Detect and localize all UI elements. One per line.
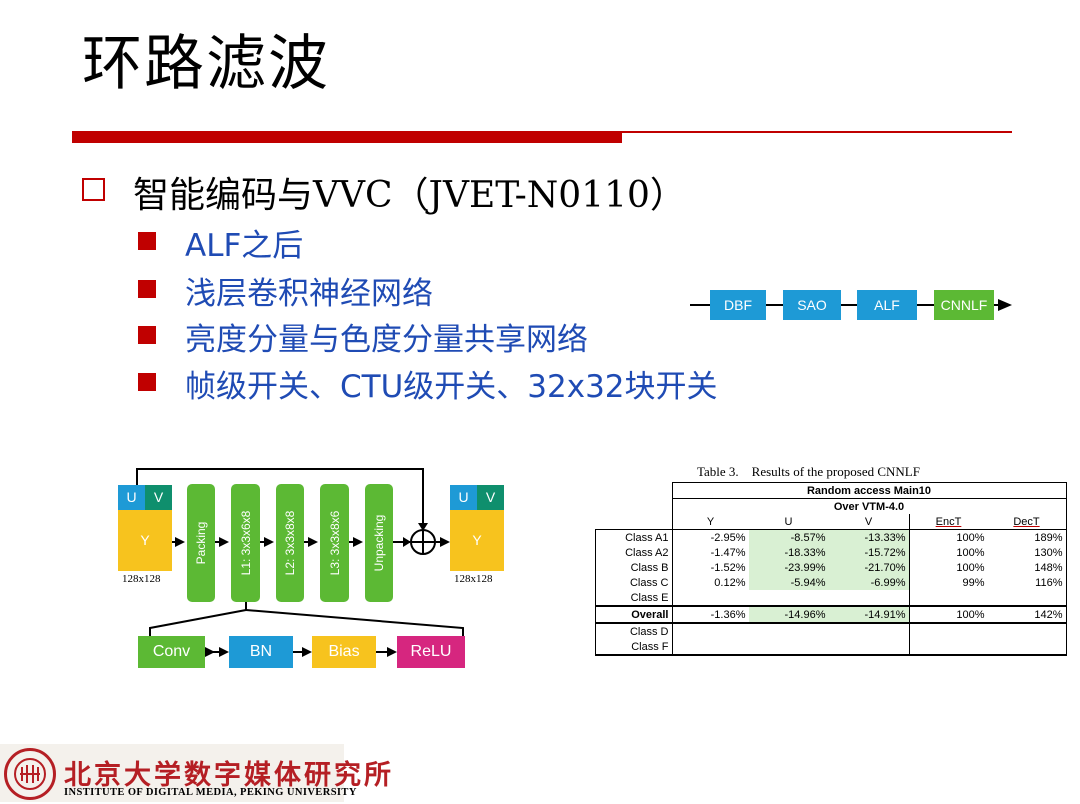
table-row: Class C 0.12% -5.94% -6.99% 99% 116%: [595, 575, 1067, 590]
results-table: Random access Main10 Over VTM-4.0 Y U V …: [595, 482, 1067, 656]
layer-unpacking: Unpacking: [365, 484, 393, 602]
sub-bullet-3: 亮度分量与色度分量共享网络: [185, 322, 588, 358]
table-row: Class A2 -1.47% -18.33% -15.72% 100% 130…: [595, 545, 1067, 560]
table-row-overall: Overall -1.36% -14.96% -14.91% 100% 142%: [595, 605, 1067, 624]
output-size-label: 128x128: [454, 573, 493, 585]
table-row: Class B -1.52% -23.99% -21.70% 100% 148%: [595, 560, 1067, 575]
layer-l3: L3: 3x3x8x6: [320, 484, 349, 602]
output-frame: U V Y: [450, 485, 504, 571]
square-bullet-icon: [138, 326, 156, 344]
layer-packing: Packing: [187, 484, 215, 602]
square-bullet-icon: [138, 232, 156, 250]
square-bullet-icon: [138, 280, 156, 298]
seal-glyph-icon: [20, 765, 40, 783]
hollow-square-bullet-icon: [82, 178, 105, 201]
table-row: Class A1 -2.95% -8.57% -13.33% 100% 189%: [595, 529, 1067, 545]
table-header-row: Over VTM-4.0: [596, 498, 1067, 514]
table-row: Class D: [595, 623, 1067, 639]
pipeline-sao: SAO: [783, 290, 841, 320]
layer-l2: L2: 3x3x8x8: [276, 484, 304, 602]
op-bn: BN: [229, 636, 293, 668]
sub-bullet-1: ALF之后: [185, 228, 304, 264]
op-conv: Conv: [138, 636, 205, 668]
slide-title: 环路滤波: [82, 29, 330, 99]
filter-pipeline: DBF SAO ALF CNNLF: [690, 290, 1012, 322]
sub-bullet-4: 帧级开关、CTU级开关、32x32块开关: [185, 369, 718, 405]
col-dect: DecT: [987, 514, 1067, 530]
header-over-vtm: Over VTM-4.0: [671, 498, 1067, 514]
main-bullet-text: 智能编码与VVC（JVET-N0110）: [133, 175, 686, 216]
input-u: U: [118, 485, 145, 510]
col-v: V: [828, 514, 909, 530]
university-logo: [4, 748, 56, 800]
table-caption: Table 3. Results of the proposed CNNLF: [697, 464, 920, 479]
arrow-right-icon: [998, 299, 1012, 311]
output-v: V: [477, 485, 504, 510]
university-logo-inner: [14, 758, 46, 790]
input-size-label: 128x128: [122, 573, 161, 585]
col-y: Y: [671, 514, 749, 530]
sub-bullet-2: 浅层卷积神经网络: [185, 276, 433, 312]
col-enct: EncT: [908, 514, 988, 530]
header-random-access: Random access Main10: [671, 482, 1067, 499]
op-bias: Bias: [312, 636, 376, 668]
network-connections: [136, 468, 464, 657]
input-frame: U V Y: [118, 485, 172, 571]
footer-institute-en: INSTITUTE OF DIGITAL MEDIA, PEKING UNIVE…: [64, 787, 357, 798]
pipeline-alf: ALF: [857, 290, 917, 320]
pipeline-dbf: DBF: [710, 290, 766, 320]
title-rule-thick: [72, 131, 622, 143]
input-y: Y: [118, 510, 172, 571]
cnn-network-diagram: U V Y 128x128 Packing L1: 3x3x6x8 L2: 3x…: [110, 460, 520, 675]
output-u: U: [450, 485, 477, 510]
output-y: Y: [450, 510, 504, 571]
title-rule-thin: [622, 131, 1012, 133]
col-u: U: [748, 514, 829, 530]
input-v: V: [145, 485, 172, 510]
footer-institute-cn: 北京大学数字媒体研究所: [64, 760, 394, 791]
footer-band: [0, 744, 344, 802]
table-header-row: Random access Main10: [596, 482, 1067, 499]
layer-l1: L1: 3x3x6x8: [231, 484, 260, 602]
table-columns-row: Y U V EncT DecT: [595, 514, 1067, 530]
pipeline-cnnlf: CNNLF: [934, 290, 994, 320]
op-relu: ReLU: [397, 636, 465, 668]
table-row: Class F: [595, 639, 1067, 656]
square-bullet-icon: [138, 373, 156, 391]
table-row: Class E: [595, 590, 1067, 607]
